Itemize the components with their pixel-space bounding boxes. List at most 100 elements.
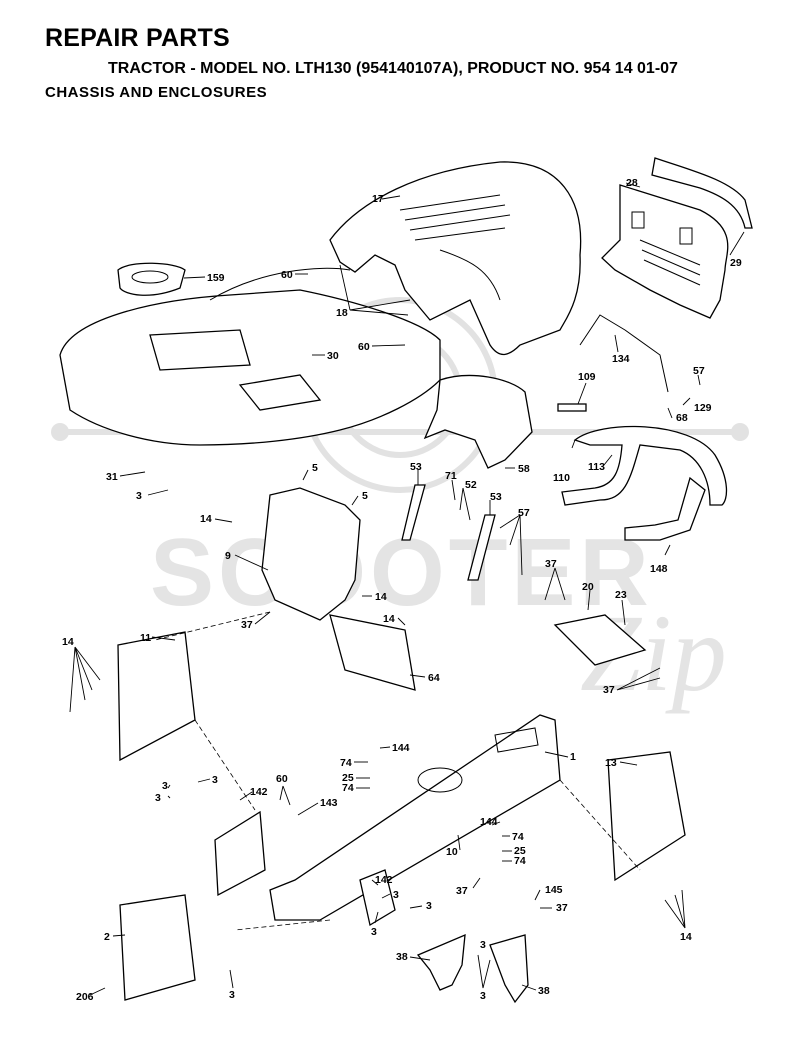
- callout-5: 5: [312, 462, 318, 474]
- part-frame: [269, 714, 561, 921]
- watermark: SCOOTER Zip: [51, 297, 749, 714]
- callout-3: 3: [480, 990, 486, 1002]
- callout-110: 110: [553, 472, 570, 484]
- callout-37: 37: [545, 558, 557, 570]
- callout-74: 74: [342, 782, 354, 794]
- section-title: CHASSIS AND ENCLOSURES: [45, 84, 268, 101]
- part-panel-13: [607, 751, 686, 882]
- callout-3: 3: [212, 774, 218, 786]
- callout-134: 134: [612, 353, 630, 365]
- callout-13: 13: [605, 757, 617, 769]
- callout-30: 30: [327, 350, 339, 362]
- part-plate-2: [119, 894, 196, 1001]
- callout-74: 74: [512, 831, 524, 843]
- callout-52: 52: [465, 479, 477, 491]
- page-subtitle: TRACTOR - MODEL NO. LTH130 (954140107A),…: [108, 60, 678, 77]
- callout-3: 3: [480, 939, 486, 951]
- callout-10: 10: [446, 846, 458, 858]
- callout-60: 60: [281, 269, 293, 281]
- callout-23: 23: [615, 589, 627, 601]
- callout-29: 29: [730, 257, 742, 269]
- part-bracket-109: [557, 403, 587, 412]
- page-title: REPAIR PARTS: [45, 24, 230, 52]
- watermark-text: SCOOTER: [150, 519, 653, 626]
- leader-lines: [69, 182, 745, 996]
- callout-25: 25: [342, 772, 354, 784]
- callout-14: 14: [375, 591, 387, 603]
- callout-3: 3: [371, 926, 377, 938]
- callout-58: 58: [518, 463, 530, 475]
- callout-37: 37: [603, 684, 615, 696]
- callout-labels: 17 28 29 60 159 18 60 30 134 57 109 68 1…: [62, 177, 742, 1003]
- part-brace-53b: [467, 514, 496, 581]
- callout-20: 20: [582, 581, 594, 593]
- callout-68: 68: [676, 412, 688, 424]
- callout-144: 144: [392, 742, 410, 754]
- callout-206: 206: [76, 991, 94, 1003]
- callout-53: 53: [490, 491, 502, 503]
- callout-3: 3: [393, 889, 399, 901]
- callout-18: 18: [336, 307, 348, 319]
- part-brace-53a: [401, 484, 426, 541]
- callout-60: 60: [276, 773, 288, 785]
- callout-3: 3: [136, 490, 142, 502]
- part-panel-11: [117, 631, 196, 762]
- callout-2: 2: [104, 931, 110, 943]
- part-plate-142a: [214, 810, 266, 897]
- callout-142: 142: [375, 874, 393, 886]
- part-rod-134: [579, 314, 669, 393]
- callout-38: 38: [396, 951, 408, 963]
- callout-3: 3: [426, 900, 432, 912]
- callout-145: 145: [545, 884, 563, 896]
- callout-74: 74: [514, 855, 526, 867]
- callout-57: 57: [693, 365, 705, 377]
- callout-25: 25: [514, 845, 526, 857]
- callout-142: 142: [250, 786, 268, 798]
- callout-11: 11: [140, 632, 151, 644]
- callout-71: 71: [445, 470, 457, 482]
- callout-14: 14: [383, 613, 395, 625]
- callout-144: 144: [480, 816, 498, 828]
- callout-5: 5: [362, 490, 368, 502]
- part-bracket-142b: [359, 869, 396, 927]
- callout-159: 159: [207, 272, 225, 284]
- callout-53: 53: [410, 461, 422, 473]
- callout-37: 37: [241, 619, 253, 631]
- callout-14: 14: [200, 513, 212, 525]
- callout-38: 38: [538, 985, 550, 997]
- callout-74: 74: [340, 757, 352, 769]
- part-nose-lens: [651, 157, 753, 229]
- part-lower-shroud: [423, 374, 533, 469]
- callout-31: 31: [106, 471, 118, 483]
- part-bracket-38b: [489, 934, 529, 1004]
- part-cup-holder: [117, 262, 186, 296]
- callout-1: 1: [570, 751, 576, 763]
- callout-14: 14: [680, 931, 692, 943]
- part-bracket-20: [553, 614, 647, 666]
- callout-37: 37: [556, 902, 568, 914]
- callout-148: 148: [650, 563, 668, 575]
- callout-3: 3: [229, 989, 235, 1001]
- part-bracket-38a: [416, 933, 466, 991]
- callout-14: 14: [62, 636, 74, 648]
- callout-143: 143: [320, 797, 338, 809]
- callout-37: 37: [456, 885, 468, 897]
- part-bracket-64: [329, 614, 416, 691]
- callout-64: 64: [428, 672, 440, 684]
- callout-129: 129: [694, 402, 712, 414]
- callout-113: 113: [588, 461, 605, 473]
- part-grille: [601, 184, 729, 319]
- callout-109: 109: [578, 371, 596, 383]
- callout-3: 3: [162, 780, 168, 792]
- callout-57: 57: [518, 507, 530, 519]
- callout-17: 17: [372, 193, 384, 205]
- callout-60: 60: [358, 341, 370, 353]
- part-hood: [329, 161, 582, 356]
- callout-28: 28: [626, 177, 638, 189]
- part-side-panel-left: [261, 487, 361, 621]
- callout-9: 9: [225, 550, 231, 562]
- part-dash-fender: [59, 267, 441, 446]
- callout-3: 3: [155, 792, 161, 804]
